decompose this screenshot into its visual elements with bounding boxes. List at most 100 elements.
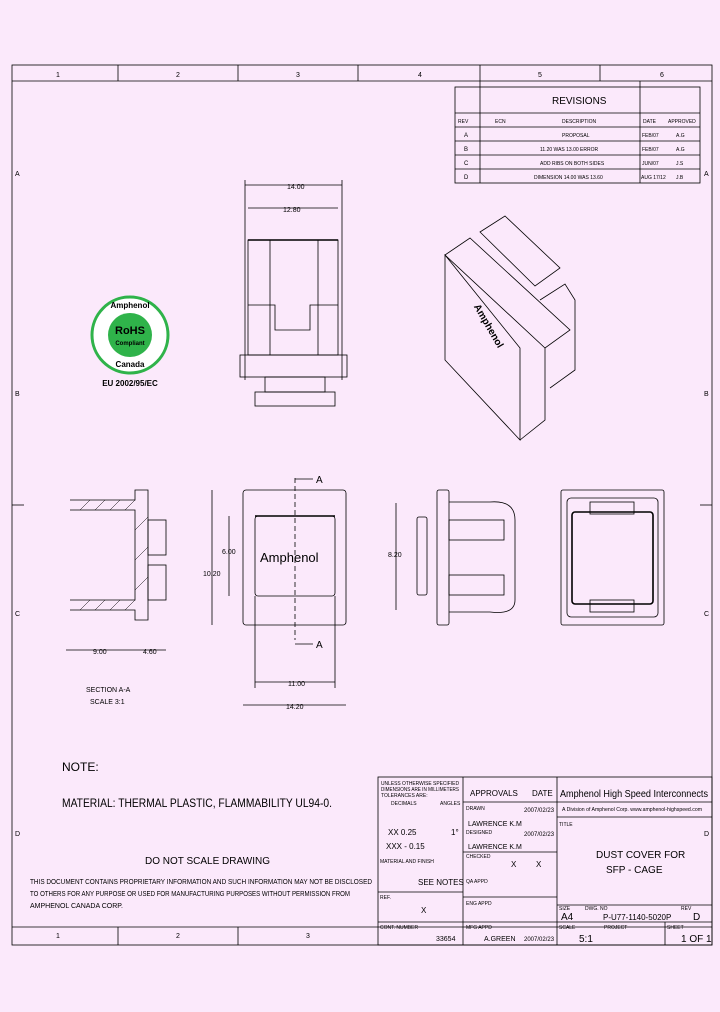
front-view: Amphenol A A 6.00 10.20 11.00 14.20 bbox=[203, 475, 347, 711]
label-text: MATERIAL: THERMAL PLASTIC, FLAMMABILITY … bbox=[62, 796, 332, 810]
label-text: ANGLES bbox=[440, 801, 461, 807]
label-text: APPROVALS bbox=[470, 789, 518, 798]
label-text: 11.20 WAS 13.00 ERROR bbox=[540, 147, 598, 153]
label-text: ADD RIBS ON BOTH SIDES bbox=[540, 161, 605, 167]
label-text: A Division of Amphenol Corp. www.ampheno… bbox=[562, 807, 702, 813]
notes: NOTE: MATERIAL: THERMAL PLASTIC, FLAMMAB… bbox=[30, 760, 372, 910]
label-text: REF. bbox=[380, 895, 391, 901]
label-text: XX 0.25 bbox=[388, 828, 417, 837]
label-text: XXX - 0.15 bbox=[386, 842, 425, 851]
label-text: C bbox=[464, 161, 469, 167]
label-text: LAWRENCE K.M bbox=[468, 844, 522, 851]
label-text: X bbox=[511, 860, 517, 869]
label-text: 6.00 bbox=[222, 549, 236, 556]
drawing-title-line1: DUST COVER FOR bbox=[596, 850, 685, 861]
label-text: 1 bbox=[56, 72, 60, 79]
label-text: D bbox=[693, 912, 700, 923]
label-text: DATE bbox=[532, 789, 553, 798]
label-text: 2007/02/23 bbox=[524, 808, 555, 814]
label-text: 5:1 bbox=[579, 934, 593, 945]
label-text: A bbox=[15, 171, 20, 178]
label-text: UNLESS OTHERWISE SPECIFIED bbox=[381, 781, 459, 787]
label-text: Compliant bbox=[115, 341, 144, 347]
label-text: 8.20 bbox=[388, 552, 402, 559]
label-text: Amphenol bbox=[260, 550, 319, 565]
label-text: EU 2002/95/EC bbox=[102, 379, 158, 388]
label-text: A bbox=[464, 133, 468, 139]
label-text: 4 bbox=[418, 72, 422, 79]
label-text: DIMENSION 14.00 WAS 13.60 bbox=[534, 175, 603, 181]
section-view: 9.00 4.60 SECTION A-A SCALE 3:1 bbox=[66, 489, 167, 706]
revision-row: C ADD RIBS ON BOTH SIDES JUN/07 J.S bbox=[464, 161, 684, 167]
label-text: D bbox=[704, 831, 709, 838]
label-text: J.B bbox=[676, 175, 684, 181]
label-text: PROPOSAL bbox=[562, 133, 590, 139]
top-view: 14.00 12.80 bbox=[239, 180, 348, 407]
label-text: 2007/02/23 bbox=[524, 937, 555, 943]
zone-markers: 1 2 3 4 5 6 1 2 3 A B C D A B C D bbox=[12, 65, 712, 945]
label-text: DIMENSIONS ARE IN MILLIMETERS bbox=[381, 787, 460, 793]
label-text: FEB/07 bbox=[642, 133, 659, 139]
label-text: A.GREEN bbox=[484, 936, 516, 943]
section-marker-bottom: A bbox=[316, 640, 323, 651]
label-text: AMPHENOL CANADA CORP. bbox=[30, 903, 123, 910]
label-text: TO OTHERS FOR ANY PURPOSE OR USED FOR MA… bbox=[30, 891, 350, 898]
isometric-view: Amphenol bbox=[444, 215, 576, 442]
label-text: NOTE: bbox=[62, 760, 99, 774]
side-view: 8.20 bbox=[388, 489, 516, 626]
revisions-title: REVISIONS bbox=[552, 96, 607, 107]
label-text: 1° bbox=[451, 828, 459, 837]
label-text: 11.00 bbox=[288, 681, 305, 688]
drawing-border bbox=[11, 64, 713, 946]
drawing-title-line2: SFP - CAGE bbox=[606, 865, 663, 876]
label-text: TOLERANCES ARE: bbox=[381, 793, 428, 799]
label-text: A bbox=[704, 171, 709, 178]
label-text: 6 bbox=[660, 72, 664, 79]
label-text: 5 bbox=[538, 72, 542, 79]
label-text: X bbox=[536, 860, 542, 869]
label-text: DWG. NO bbox=[585, 906, 608, 912]
label-text: DO NOT SCALE DRAWING bbox=[145, 856, 270, 867]
label-text: B bbox=[704, 391, 709, 398]
label-text: A.G bbox=[676, 133, 685, 139]
label-text: SEE NOTES bbox=[418, 878, 464, 887]
label-text: DATE bbox=[643, 119, 657, 125]
label-text: REV bbox=[681, 906, 692, 912]
label-text: APPROVED bbox=[668, 119, 696, 125]
label-text: 14.20 bbox=[286, 704, 304, 711]
label-text: RoHS bbox=[115, 325, 145, 337]
label-text: A.G bbox=[676, 147, 685, 153]
label-text: D bbox=[464, 175, 469, 181]
label-text: 1 OF 1 bbox=[681, 934, 712, 945]
label-text: 33654 bbox=[436, 936, 456, 943]
label-text: J.S bbox=[676, 161, 684, 167]
label-text: 2 bbox=[176, 72, 180, 79]
label-text: JUN/07 bbox=[642, 161, 659, 167]
label-text: 2 bbox=[176, 933, 180, 940]
label-text: C bbox=[15, 611, 20, 618]
label-text: X bbox=[421, 906, 427, 915]
label-text: DRAWN bbox=[466, 806, 485, 812]
revision-row: D DIMENSION 14.00 WAS 13.60 AUG 17/12 J.… bbox=[464, 175, 684, 181]
label-text: LAWRENCE K.M bbox=[468, 821, 522, 828]
label-text: Amphenol bbox=[110, 301, 149, 310]
label-text: SHEET bbox=[667, 925, 684, 931]
label-text: 3 bbox=[306, 933, 310, 940]
label-text: B bbox=[15, 391, 20, 398]
label-text: SIZE bbox=[559, 906, 571, 912]
label-text: A4 bbox=[561, 912, 574, 923]
label-text: 3 bbox=[296, 72, 300, 79]
section-scale: SCALE 3:1 bbox=[90, 699, 125, 706]
label-text: AUG 17/12 bbox=[641, 175, 666, 181]
label-text: C bbox=[704, 611, 709, 618]
label-text: QA APPD bbox=[466, 879, 488, 885]
label-text: MATERIAL AND FINISH bbox=[380, 859, 434, 865]
label-text: ENG APPD bbox=[466, 901, 492, 907]
revisions-table: REVISIONS REV ECN DESCRIPTION DATE APPRO… bbox=[454, 81, 701, 184]
label-text: SCALE bbox=[559, 925, 576, 931]
revision-row: B 11.20 WAS 13.00 ERROR FEB/07 A.G bbox=[464, 147, 685, 153]
label-text: B bbox=[464, 147, 468, 153]
label-text: D bbox=[15, 831, 20, 838]
label-text: TITLE bbox=[559, 822, 573, 828]
revision-row: A PROPOSAL FEB/07 A.G bbox=[464, 133, 685, 139]
